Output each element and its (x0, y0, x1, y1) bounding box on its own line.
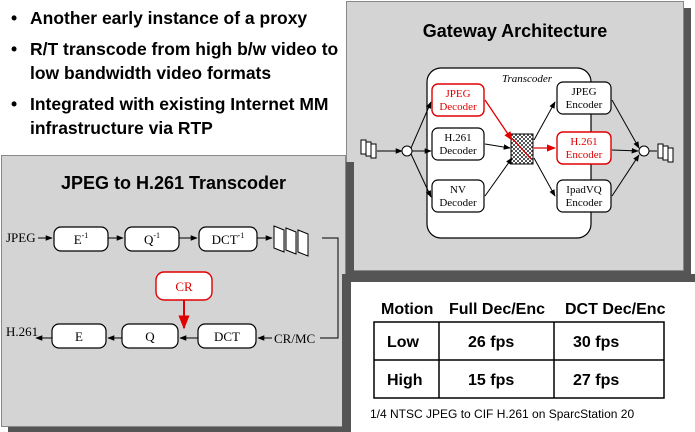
bullet-dot-icon: • (11, 94, 18, 114)
feedback-path (320, 237, 339, 339)
transcoder-diagram: JPEG E-1 Q-1 DCT-1 CR CR/MC DCT Q E H.26… (6, 225, 339, 349)
encoder-ipadvq: IpadVQ Encoder (556, 179, 612, 213)
table-header-motion: Motion (381, 301, 433, 318)
row-low-dct: 30 fps (573, 334, 619, 351)
decoder-h261-line2: Decoder (439, 145, 477, 157)
bullet-dot-icon: • (11, 39, 18, 59)
split-arrow-bot (410, 153, 432, 198)
cr-label: CR (175, 279, 193, 294)
bullet-item: • Integrated with existing Internet MM in… (8, 92, 348, 140)
inverse-dct-exp: -1 (238, 231, 245, 240)
table-header-dct: DCT Dec/Enc (565, 301, 666, 318)
encoder-ipadvq-line2: Encoder (566, 197, 603, 209)
encoder-jpeg: JPEG Encoder (556, 81, 612, 115)
inverse-q-label: Q-1 (144, 231, 160, 247)
row-high-label: High (387, 372, 423, 389)
switch-cross-red (512, 138, 532, 160)
q-block (121, 323, 179, 349)
split-arrow-top (410, 101, 432, 149)
output-frame-stack (657, 143, 664, 159)
switch-to-encoder-1 (533, 101, 556, 141)
bullet-list: • Another early instance of a proxy • R/T … (8, 6, 348, 147)
inverse-dct-label: DCT-1 (212, 231, 245, 247)
inverse-dct-block (198, 226, 258, 252)
encoder-ipadvq-line1: IpadVQ (566, 184, 601, 196)
e-block (51, 323, 107, 349)
encoder-h261-line2: Encoder (566, 149, 603, 161)
decoder-jpeg-line1: JPEG (445, 88, 470, 100)
encoder-h261-line1: H.261 (570, 136, 597, 148)
input-frame-stack (370, 143, 377, 159)
bullet-text: R/T transcode from high b/w video to low… (30, 39, 339, 83)
decoder-to-switch-1 (484, 99, 513, 141)
inverse-dct-letters: DCT (212, 232, 238, 247)
decoder-nv-line2: Decoder (439, 197, 477, 209)
row-high-full: 15 fps (468, 372, 514, 389)
output-merge-node (638, 145, 650, 157)
gateway-diagram: Transcoder JPEG Decoder H.261 Decoder NV… (360, 67, 674, 239)
transcoder-panel: JPEG to H.261 Transcoder JPEG E-1 Q-1 DC… (1, 155, 346, 427)
gateway-panel: Gateway Architecture Transcoder JPEG Dec… (346, 1, 684, 271)
input-frame-stack (360, 139, 367, 155)
feedback-label: CR/MC (274, 331, 315, 346)
decoder-to-switch-3 (484, 157, 513, 197)
output-frame-stack (273, 225, 285, 253)
row-low-label: Low (387, 334, 420, 351)
decoder-jpeg-line2: Decoder (439, 101, 477, 113)
table-header-full: Full Dec/Enc (449, 301, 545, 318)
dct-label: DCT (214, 329, 240, 344)
perf-table: Motion Full Dec/Enc DCT Dec/Enc Low 26 f… (373, 301, 666, 399)
row-high-dct: 27 fps (573, 372, 619, 389)
q-label: Q (145, 329, 155, 344)
inverse-q-block (124, 226, 180, 252)
decoder-h261-line1: H.261 (444, 132, 471, 144)
inverse-e-label: E-1 (74, 231, 89, 247)
encoder-to-merge-1 (611, 99, 640, 149)
inverse-e-letter: E (74, 232, 82, 247)
encoder-to-merge-3 (611, 154, 640, 197)
bullet-dot-icon: • (11, 8, 18, 28)
transcoder-label: Transcoder (502, 73, 553, 85)
encoder-jpeg-line1: JPEG (571, 86, 596, 98)
output-label: H.261 (6, 324, 38, 339)
decoder-nv: NV Decoder (431, 179, 485, 213)
dct-block (197, 323, 257, 349)
decoder-jpeg: JPEG Decoder (431, 83, 485, 117)
inverse-q-exp: -1 (153, 231, 160, 240)
transcoder-title: JPEG to H.261 Transcoder (60, 173, 287, 193)
gateway-title: Gateway Architecture (422, 21, 608, 41)
table-caption: 1/4 NTSC JPEG to CIF H.261 on SparcStati… (370, 407, 635, 421)
output-frame-stack (297, 229, 309, 257)
row-low-full: 26 fps (468, 334, 514, 351)
bullet-text: Integrated with existing Internet MM inf… (30, 94, 329, 138)
inverse-e-exp: -1 (82, 231, 89, 240)
encoder-to-merge-2 (611, 147, 639, 154)
input-split-node (401, 145, 413, 157)
decoder-to-switch-2 (484, 143, 511, 150)
bullet-item: • Another early instance of a proxy (8, 6, 348, 30)
e-label: E (75, 329, 83, 344)
inverse-q-letter: Q (144, 232, 154, 247)
output-frame-stack (285, 227, 297, 255)
output-frame-stack (667, 147, 674, 163)
table-panel: Motion Full Dec/Enc DCT Dec/Enc Low 26 f… (351, 282, 695, 432)
switch-to-encoder-3 (533, 157, 556, 197)
decoder-nv-line1: NV (450, 184, 466, 196)
decoder-h261: H.261 Decoder (431, 127, 485, 161)
encoder-jpeg-line2: Encoder (566, 99, 603, 111)
inverse-e-block (53, 226, 109, 252)
bullet-item: • R/T transcode from high b/w video to lo… (8, 37, 348, 85)
output-frame-stack (662, 145, 669, 161)
bullet-text: Another early instance of a proxy (30, 8, 308, 28)
input-frame-stack (365, 141, 372, 157)
input-label: JPEG (6, 230, 36, 245)
encoder-h261: H.261 Encoder (556, 131, 612, 165)
